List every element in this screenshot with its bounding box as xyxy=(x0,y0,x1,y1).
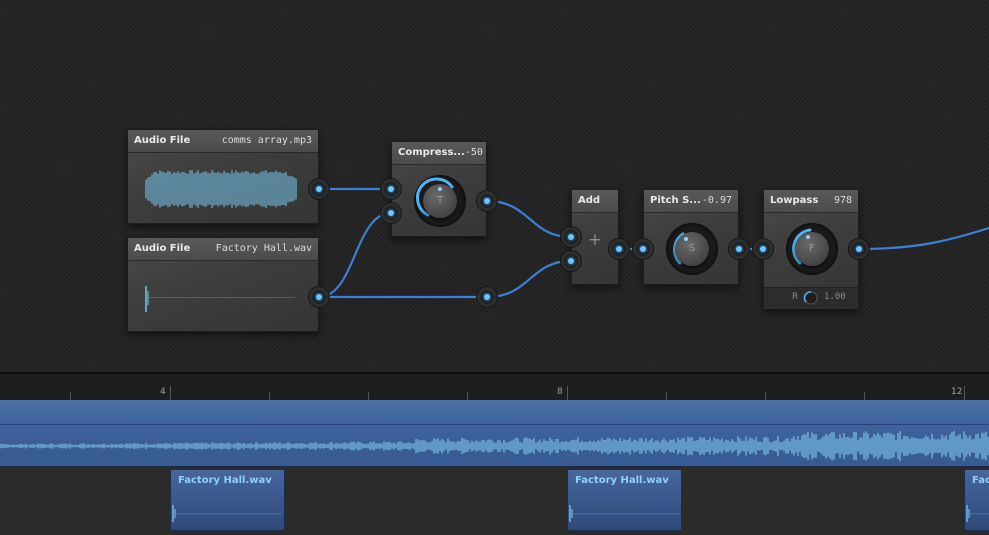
node-file-name: comms array.mp3 xyxy=(221,135,312,146)
node-title: Audio File xyxy=(134,243,191,254)
knob-cap: S xyxy=(675,232,709,266)
knob-cap: F xyxy=(795,232,829,266)
waveform-preview xyxy=(145,286,295,312)
input-port-compressor-1[interactable] xyxy=(384,182,398,196)
audio-track-2[interactable]: Factory Hall.wav Factory Hall.wav Factor… xyxy=(0,467,989,535)
frequency-knob[interactable]: F xyxy=(786,223,838,275)
add-node[interactable]: Add + xyxy=(571,189,619,285)
node-title: Add xyxy=(578,195,601,206)
node-value: 978 xyxy=(833,195,852,206)
wire-audio2-to-compressor xyxy=(317,211,393,299)
input-port-add-1[interactable] xyxy=(564,230,578,244)
node-header[interactable]: Compress... -50 xyxy=(392,142,486,165)
knob-indicator xyxy=(806,235,810,239)
audio-clip[interactable]: Factory Hall.wav xyxy=(170,469,285,531)
node-header[interactable]: Lowpass 978 xyxy=(764,190,858,213)
bar-label-8: 8 xyxy=(557,387,563,397)
resonance-value: 1.00 xyxy=(824,292,846,302)
pitch-shift-node[interactable]: Pitch S... -0.97 S xyxy=(643,189,739,285)
resonance-knob[interactable] xyxy=(803,290,819,306)
input-port-add-2[interactable] xyxy=(564,254,578,268)
clip-label: Factory Hall.wav xyxy=(972,475,989,486)
audio-clip[interactable]: Factory Hall.wav xyxy=(567,469,682,531)
resonance-label: R xyxy=(792,292,799,302)
timeline-ruler[interactable]: 4 8 12 xyxy=(0,372,989,400)
node-graph-canvas[interactable]: Audio File comms array.mp3 Audio File Fa… xyxy=(0,0,989,372)
output-port-lowpass[interactable] xyxy=(852,242,866,256)
node-title: Pitch S... xyxy=(650,195,701,206)
audio-file-node-2[interactable]: Audio File Factory Hall.wav xyxy=(127,237,319,332)
node-header[interactable]: Add xyxy=(572,190,618,213)
lowpass-node[interactable]: Lowpass 978 F R 1.00 xyxy=(763,189,859,309)
input-port-compressor-2[interactable] xyxy=(384,206,398,220)
semitone-knob[interactable]: S xyxy=(666,223,718,275)
output-port-pitch[interactable] xyxy=(732,242,746,256)
wire-lowpass-output xyxy=(857,226,989,251)
audio-file-node-1[interactable]: Audio File comms array.mp3 xyxy=(127,129,319,224)
wire-compressor-to-add xyxy=(485,199,573,239)
wire-audio2-to-add xyxy=(317,259,573,299)
waveform-preview xyxy=(145,170,297,208)
plus-icon: + xyxy=(587,230,603,250)
node-title: Compress... xyxy=(398,147,465,158)
node-header[interactable]: Pitch S... -0.97 xyxy=(644,190,738,213)
node-header[interactable]: Audio File Factory Hall.wav xyxy=(128,238,318,261)
node-title: Lowpass xyxy=(770,195,819,206)
output-port-add[interactable] xyxy=(612,242,626,256)
resonance-row: R 1.00 xyxy=(764,287,858,309)
knob-indicator xyxy=(438,187,442,191)
input-port-lowpass[interactable] xyxy=(756,242,770,256)
clip-waveform xyxy=(966,505,989,522)
output-port-audio2[interactable] xyxy=(312,290,326,304)
track-waveform xyxy=(0,431,989,461)
timeline-panel: 4 8 12 Factory Hall.wav Factory Hall.wav… xyxy=(0,372,989,535)
input-port-pitch[interactable] xyxy=(636,242,650,256)
clip-label: Factory Hall.wav xyxy=(575,475,669,486)
output-port-compressor[interactable] xyxy=(480,194,494,208)
audio-track-1[interactable] xyxy=(0,400,989,467)
clip-waveform xyxy=(569,505,679,522)
output-port-audio1[interactable] xyxy=(312,182,326,196)
node-file-name: Factory Hall.wav xyxy=(215,243,312,254)
clip-label: Factory Hall.wav xyxy=(178,475,272,486)
audio-clip[interactable]: Factory Hall.wav xyxy=(964,469,989,531)
knob-indicator xyxy=(684,237,688,241)
compressor-node[interactable]: Compress... -50 T xyxy=(391,141,487,237)
node-value: -0.97 xyxy=(701,195,732,206)
bar-label-4: 4 xyxy=(160,387,166,397)
node-title: Audio File xyxy=(134,135,191,146)
node-header[interactable]: Audio File comms array.mp3 xyxy=(128,130,318,153)
node-value: -50 xyxy=(464,147,483,158)
bar-label-12: 12 xyxy=(951,387,963,397)
wire-junction[interactable] xyxy=(480,290,494,304)
clip-waveform xyxy=(172,505,282,522)
threshold-knob[interactable]: T xyxy=(414,175,466,227)
